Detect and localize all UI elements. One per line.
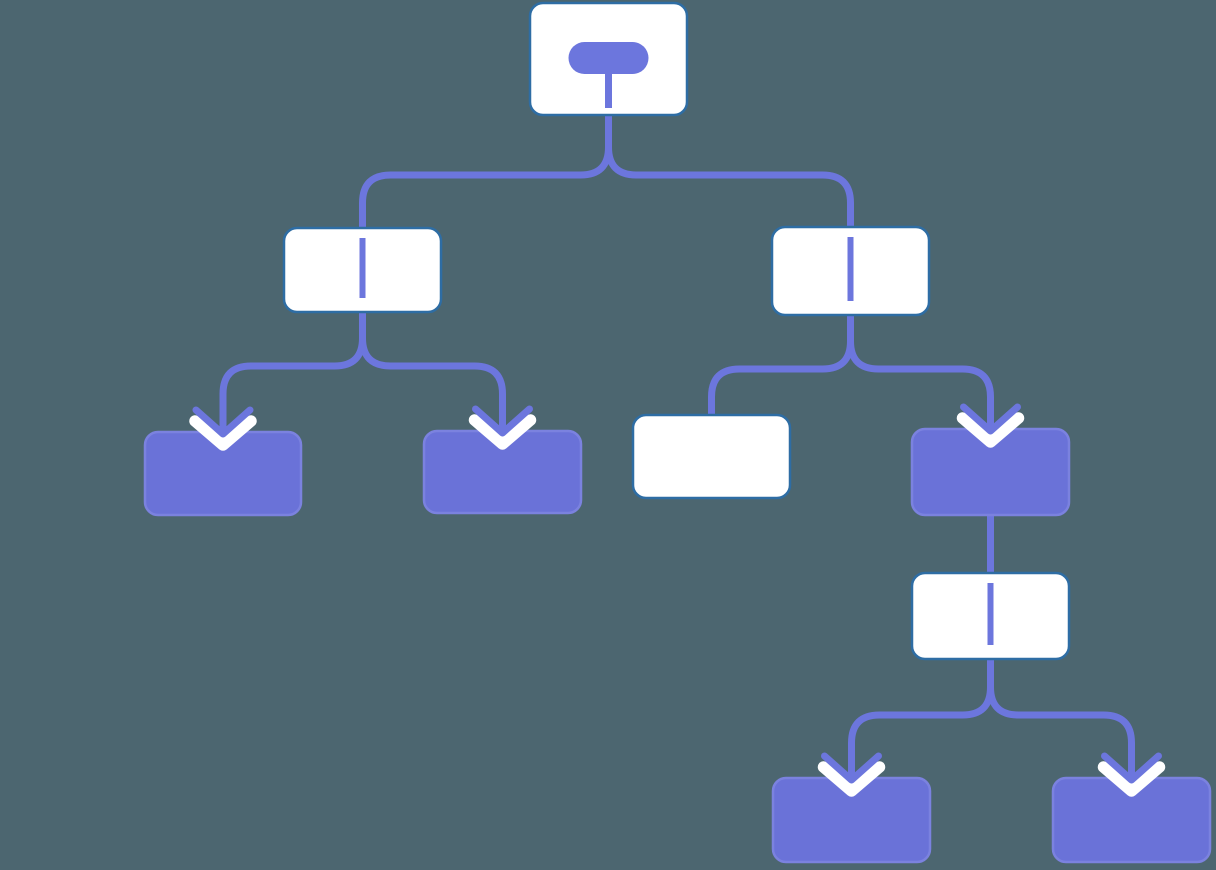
text-placeholder-bar: [847, 237, 854, 301]
node-layer: [143, 1, 1212, 864]
connector-edge: [847, 315, 994, 427]
node-branch-right[interactable]: [770, 225, 931, 317]
chevron-purple: [192, 406, 254, 438]
node-child-plain[interactable]: [631, 413, 792, 500]
chevron-white: [1097, 761, 1166, 797]
text-placeholder-bar: [987, 583, 994, 645]
connector-edge: [708, 315, 854, 419]
arrow-layer: [189, 403, 1166, 797]
double-chevron-arrow-icon: [468, 405, 537, 450]
chevron-white: [817, 761, 886, 797]
node-root[interactable]: [528, 1, 689, 117]
node-branch-left[interactable]: [282, 226, 443, 314]
chevron-white: [956, 412, 1025, 448]
pill-stem: [605, 73, 612, 108]
chevron-purple: [472, 405, 533, 437]
double-chevron-arrow-icon: [1097, 752, 1166, 797]
connector-edge: [987, 659, 1135, 776]
double-chevron-arrow-icon: [817, 752, 886, 797]
connector-edge: [359, 312, 506, 429]
text-placeholder-pill: [568, 42, 649, 74]
double-chevron-arrow-icon: [189, 406, 257, 451]
chevron-white: [189, 415, 257, 451]
double-chevron-arrow-icon: [956, 403, 1025, 448]
node-mid-connector[interactable]: [910, 571, 1071, 661]
chevron-purple: [821, 752, 882, 784]
white-node-box[interactable]: [631, 413, 792, 500]
chevron-white: [468, 414, 537, 450]
text-placeholder-bar: [359, 238, 366, 298]
chevron-purple: [1101, 752, 1162, 784]
edge-layer: [219, 115, 1135, 776]
connector-edge: [605, 115, 854, 231]
connector-edge: [359, 115, 612, 232]
chevron-purple: [960, 403, 1021, 435]
